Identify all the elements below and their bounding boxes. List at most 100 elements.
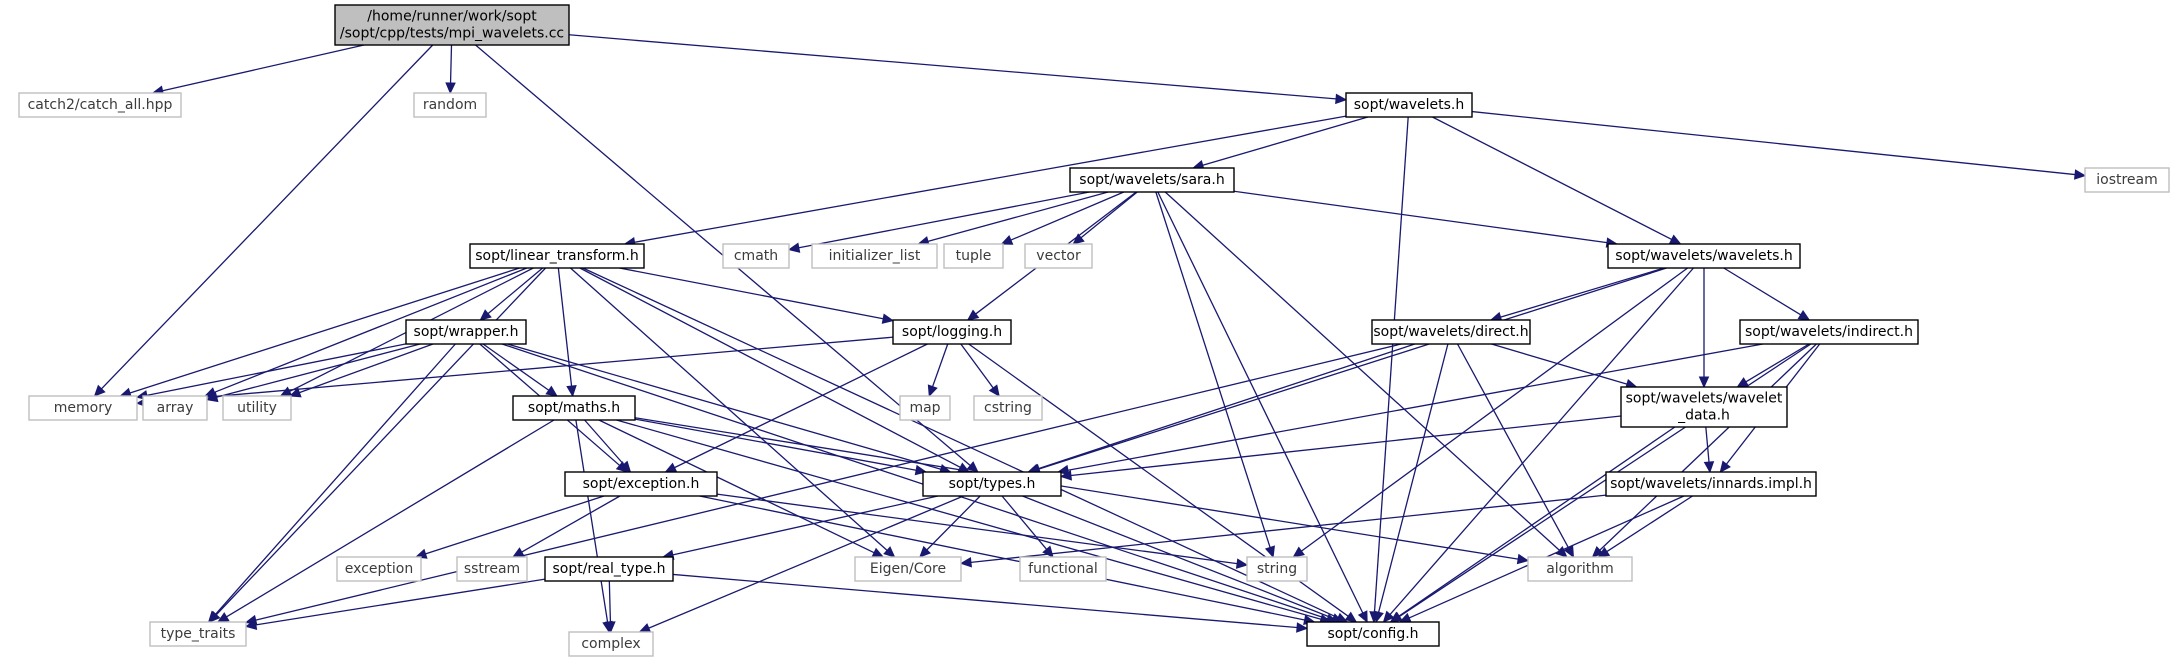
node-box (922, 471, 1062, 497)
node-box (1607, 243, 1801, 269)
edge-line (674, 343, 928, 469)
edge-sara-to-string (1155, 191, 1275, 559)
edge-line (584, 419, 625, 465)
node-types[interactable]: sopt/types.h (922, 471, 1062, 497)
edge-line (101, 44, 434, 390)
edge-logging-to-map (927, 343, 949, 398)
edge-arrowhead (2074, 169, 2087, 180)
node-box (811, 243, 938, 269)
node-config[interactable]: sopt/config.h (1306, 621, 1440, 647)
edge-logging-to-exception (664, 343, 928, 473)
node-box (899, 395, 951, 421)
node-root[interactable]: /home/runner/work/sopt/sopt/cpp/tests/mp… (334, 4, 570, 46)
node-eigen: Eigen/Core (854, 556, 962, 582)
node-label: /sopt/cpp/tests/mpi_wavelets.cc (340, 26, 564, 42)
edge-line (1037, 343, 1415, 470)
node-realtype[interactable]: sopt/real_type.h (544, 556, 674, 582)
node-label: sopt/wavelets/indirect.h (1745, 324, 1913, 340)
node-iostream: iostream (2084, 167, 2170, 193)
edge-line (146, 336, 894, 404)
edge-arrowhead (881, 313, 895, 324)
node-wwave[interactable]: sopt/wavelets/wavelets.h (1607, 243, 1801, 269)
edge-line (521, 495, 621, 553)
edge-wavelets-to-sara (1191, 116, 1369, 171)
edge-line (568, 34, 1337, 100)
node-box (149, 621, 247, 647)
node-label: _data.h (1677, 408, 1730, 424)
node-label: initializer_list (829, 248, 921, 264)
edge-indirect-to-wdata (1736, 343, 1810, 388)
edge-wdata-to-innards (1703, 426, 1715, 474)
node-box (28, 395, 138, 421)
node-memory: memory (28, 395, 138, 421)
edge-line (1456, 343, 1570, 549)
node-label: sopt/types.h (949, 476, 1036, 492)
node-label: map (909, 400, 940, 416)
edge-line (1157, 191, 1364, 614)
node-label: Eigen/Core (870, 561, 946, 577)
node-box (943, 243, 1004, 269)
node-label: /home/runner/work/sopt (367, 9, 537, 25)
edge-wdata-to-config (1389, 426, 1676, 623)
edge-line (1723, 267, 1802, 316)
node-wavelets[interactable]: sopt/wavelets.h (1345, 92, 1473, 118)
edge-line (1164, 191, 1560, 551)
node-label: utility (237, 400, 277, 416)
edge-line (1491, 343, 1628, 385)
edge-arrowhead (1668, 234, 1682, 245)
node-box (469, 243, 645, 269)
edge-line (1705, 426, 1710, 463)
edge-arrowhead (919, 545, 931, 558)
edge-sara-to-vector (1072, 191, 1138, 245)
node-tuple: tuple (943, 243, 1004, 269)
edge-line (634, 418, 917, 471)
node-box (1527, 556, 1633, 582)
node-box (892, 319, 1012, 345)
edge-line (146, 343, 407, 396)
node-box (722, 243, 790, 269)
node-box (1246, 556, 1308, 582)
node-maths[interactable]: sopt/maths.h (512, 395, 636, 421)
node-label: sopt/config.h (1327, 626, 1418, 642)
node-logging[interactable]: sopt/logging.h (892, 319, 1012, 345)
edge-wavelets-to-wwave (1432, 116, 1682, 245)
node-exception[interactable]: sopt/exception.h (564, 471, 718, 497)
edge-realtype-to-typetraits (244, 578, 546, 630)
edge-arrowhead (1042, 545, 1054, 558)
edge-arrowhead (605, 621, 616, 634)
edge-wwave-to-config (1382, 267, 1694, 623)
node-box (1024, 243, 1093, 269)
node-vector: vector (1024, 243, 1093, 269)
edge-line (557, 267, 573, 387)
edge-line (226, 419, 555, 618)
edge-arrowhead (664, 462, 678, 473)
node-wdata[interactable]: sopt/wavelets/wavelet_data.h (1620, 386, 1788, 428)
edge-line (1067, 343, 1764, 471)
edge-root-to-memory (93, 44, 434, 397)
node-wrapper[interactable]: sopt/wrapper.h (405, 319, 527, 345)
node-sara[interactable]: sopt/wavelets/sara.h (1069, 167, 1235, 193)
edge-line (299, 343, 434, 394)
edge-line (672, 573, 1298, 629)
edge-sara-to-tuple (1000, 191, 1125, 245)
node-array: array (142, 395, 208, 421)
node-linear[interactable]: sopt/linear_transform.h (469, 243, 645, 269)
edge-arrowhead (883, 546, 896, 558)
node-cstring: cstring (973, 395, 1043, 421)
edge-arrowhead (1235, 558, 1249, 569)
node-indirect[interactable]: sopt/wavelets/indirect.h (1739, 319, 1919, 345)
edge-line (501, 343, 1328, 620)
node-box (142, 395, 208, 421)
node-box (1620, 386, 1788, 428)
edge-wrapper-to-maths (482, 343, 558, 397)
edge-arrowhead (1698, 376, 1710, 389)
node-innards[interactable]: sopt/wavelets/innards.impl.h (1605, 471, 1817, 497)
node-label: tuple (956, 248, 992, 264)
edge-arrowhead (966, 309, 980, 321)
edge-arrowhead (445, 82, 456, 95)
node-label: complex (581, 636, 640, 652)
edge-wwave-to-direct (1489, 267, 1665, 323)
node-direct[interactable]: sopt/wavelets/direct.h (1371, 319, 1531, 345)
edge-line (1389, 267, 1694, 615)
